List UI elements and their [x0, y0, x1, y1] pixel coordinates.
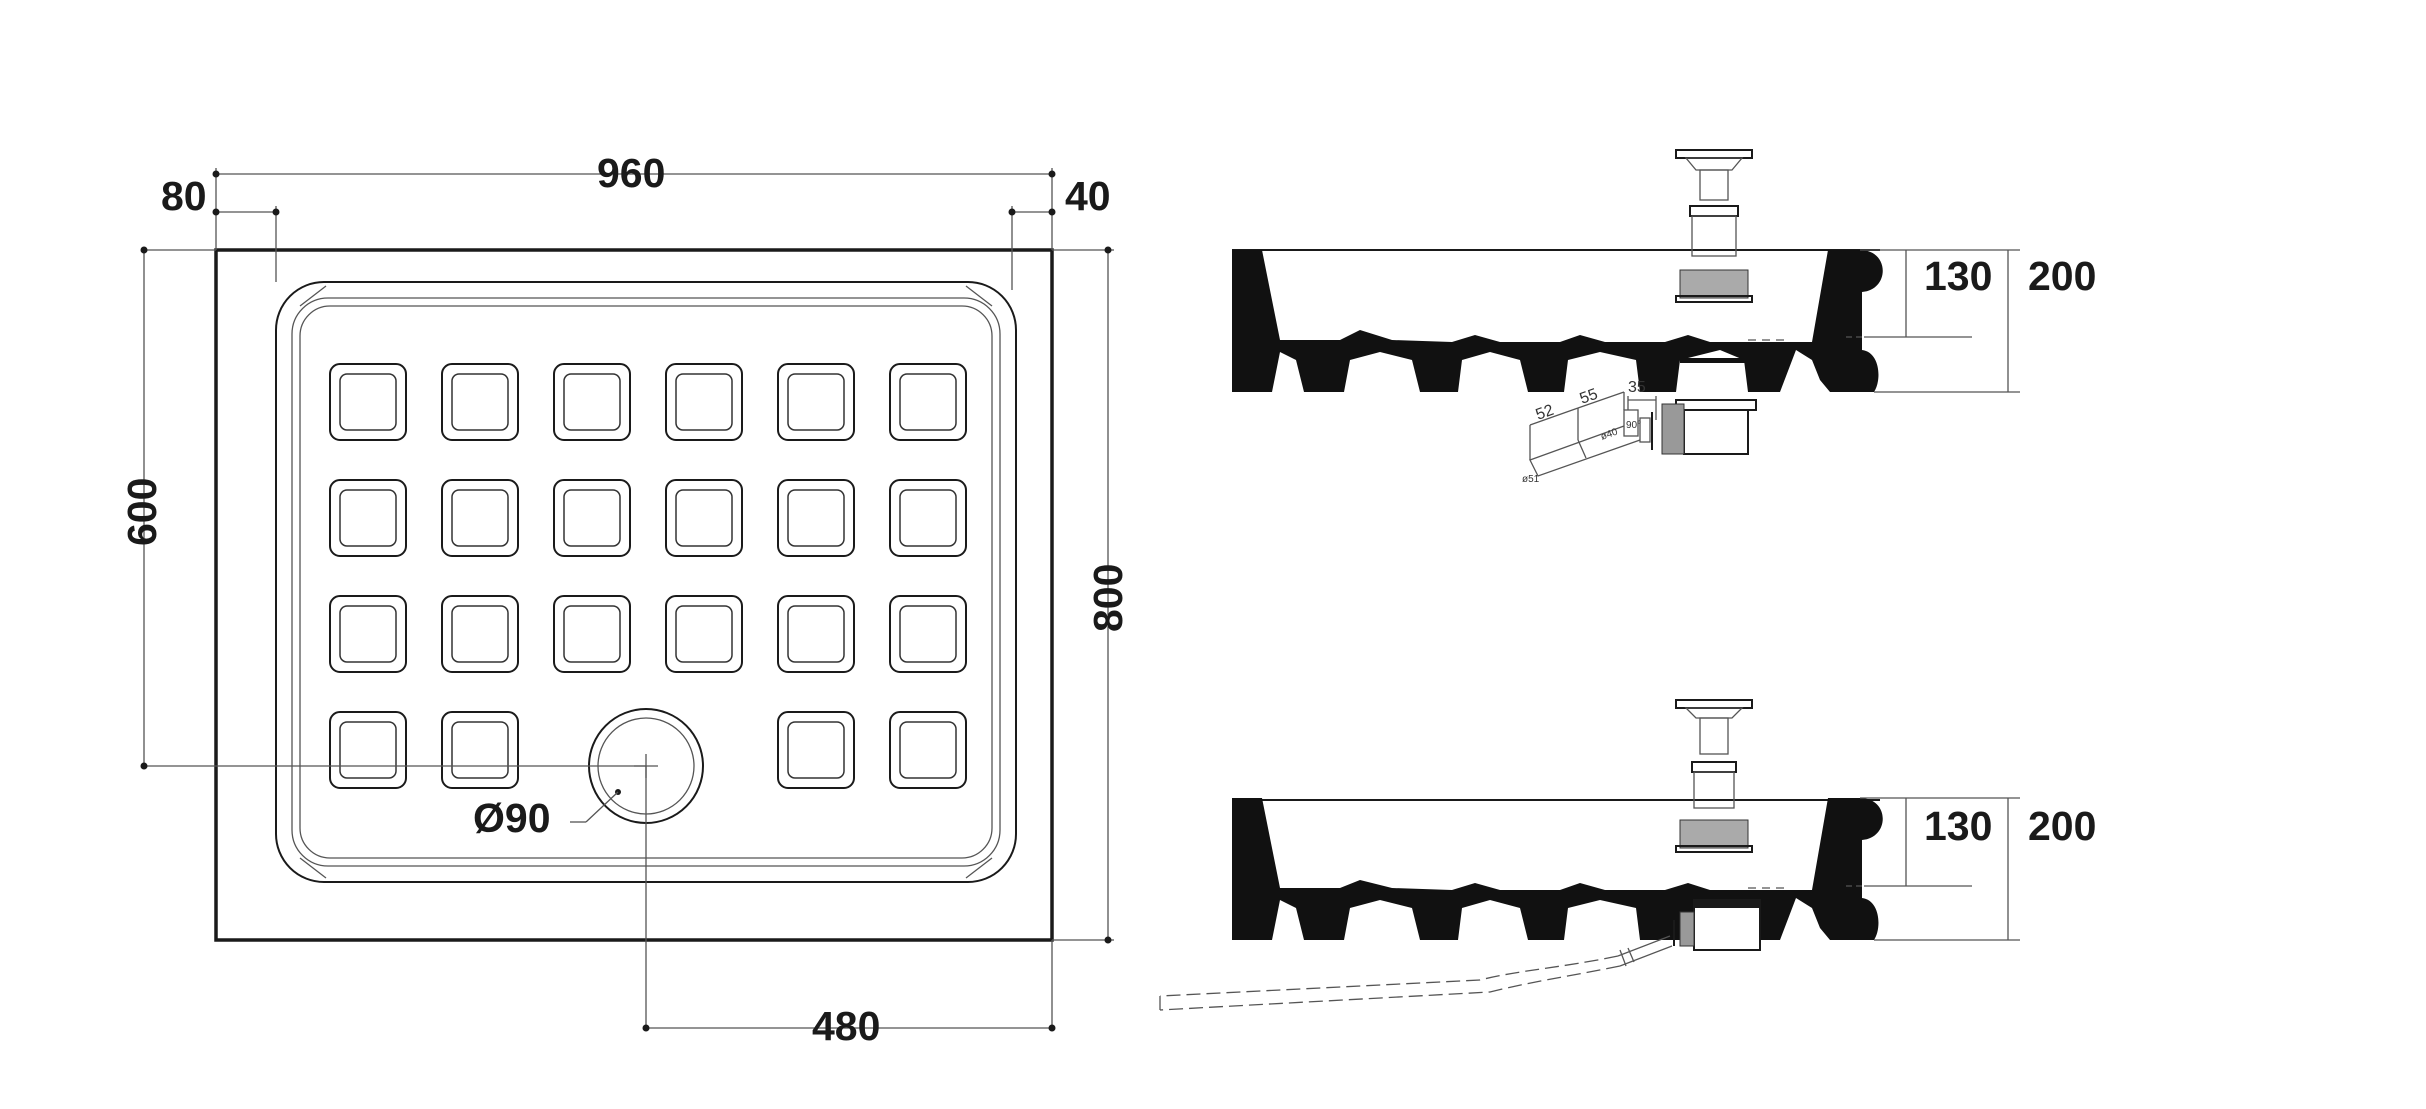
- trap-length-55: 55: [1578, 386, 1601, 408]
- anti-slip-tile-inner: [899, 373, 957, 431]
- anti-slip-tile-inner: [787, 605, 845, 663]
- anti-slip-tile: [553, 479, 631, 557]
- anti-slip-tile: [553, 363, 631, 441]
- total-height-label: 800: [1085, 564, 1131, 632]
- section-view-bottom: 130 200: [1159, 699, 2096, 1011]
- drain-pipe-dashed: [1159, 955, 1621, 1011]
- anti-slip-tile-inner: [451, 605, 509, 663]
- anti-slip-tile-inner: [899, 605, 957, 663]
- anti-slip-tile-inner: [451, 489, 509, 547]
- anti-slip-tile-inner: [451, 373, 509, 431]
- anti-slip-tile: [889, 595, 967, 673]
- anti-slip-tile-inner: [563, 605, 621, 663]
- width-label: 960: [597, 150, 665, 196]
- total-depth-label-bottom: 200: [2028, 803, 2096, 849]
- anti-slip-tile: [329, 711, 407, 789]
- trap-length-35: 35: [1628, 379, 1646, 396]
- trap-diameter-51: ø51: [1522, 474, 1540, 485]
- anti-slip-tile: [441, 479, 519, 557]
- anti-slip-tile: [553, 595, 631, 673]
- depth-dimensions-top: 130 200: [1846, 249, 2096, 393]
- anti-slip-tile-inner: [675, 373, 733, 431]
- inner-height-label: 600: [119, 478, 165, 546]
- inner-depth-label-top: 130: [1924, 253, 1992, 299]
- anti-slip-tile: [665, 363, 743, 441]
- tray-outer-edge: [214, 248, 1054, 942]
- total-height-dimension: 800: [1052, 246, 1131, 944]
- trap-angle: 90°: [1626, 420, 1641, 431]
- inner-height-dimension: 600: [119, 246, 646, 770]
- width-dimension: 960: [212, 150, 1056, 250]
- drain-offset-label: 480: [812, 1003, 880, 1049]
- right-margin-dimension: 40: [1008, 173, 1111, 290]
- anti-slip-tile-inner: [563, 373, 621, 431]
- anti-slip-tile: [777, 479, 855, 557]
- drain-plug-exploded-bottom: [1675, 699, 1753, 853]
- anti-slip-tile: [329, 363, 407, 441]
- left-margin-label: 80: [161, 173, 207, 219]
- section-view-top: 52 55 35 ø40 ø51 90° 130 200: [1232, 149, 2096, 485]
- anti-slip-tile-grid: [329, 363, 967, 789]
- anti-slip-tile-inner: [787, 721, 845, 779]
- anti-slip-tile: [889, 479, 967, 557]
- anti-slip-tile-inner: [787, 489, 845, 547]
- trap-installed: [1617, 899, 1761, 967]
- inner-depth-label-bottom: 130: [1924, 803, 1992, 849]
- tray-section-solid-bottom: [1232, 798, 1883, 940]
- tray-section-solid: [1232, 250, 1883, 392]
- anti-slip-tile: [329, 479, 407, 557]
- drain-offset-dimension: 480: [642, 766, 1056, 1049]
- anti-slip-tile: [777, 595, 855, 673]
- trap-assembly: 52 55 35 ø40 ø51 90°: [1522, 379, 1757, 485]
- left-margin-dimension: 80: [161, 173, 280, 282]
- anti-slip-tile-inner: [787, 373, 845, 431]
- anti-slip-tile-inner: [339, 489, 397, 547]
- anti-slip-tile-inner: [675, 605, 733, 663]
- anti-slip-tile-inner: [451, 721, 509, 779]
- depth-dimensions-bottom: 130 200: [1846, 797, 2096, 941]
- trap-length-52: 52: [1534, 402, 1557, 424]
- anti-slip-tile: [441, 595, 519, 673]
- anti-slip-tile: [777, 363, 855, 441]
- total-depth-label-top: 200: [2028, 253, 2096, 299]
- anti-slip-tile-inner: [339, 721, 397, 779]
- anti-slip-tile-inner: [675, 489, 733, 547]
- drain-plug-exploded: [1675, 149, 1753, 303]
- anti-slip-tile-inner: [899, 489, 957, 547]
- anti-slip-tile-inner: [339, 605, 397, 663]
- drain-diameter-label: Ø90: [473, 795, 551, 841]
- anti-slip-tile: [777, 711, 855, 789]
- plan-view: Ø90 960 80 40: [119, 150, 1131, 1049]
- anti-slip-tile: [329, 595, 407, 673]
- anti-slip-tile: [441, 363, 519, 441]
- anti-slip-tile-inner: [899, 721, 957, 779]
- anti-slip-tile: [889, 363, 967, 441]
- anti-slip-tile-inner: [339, 373, 397, 431]
- anti-slip-tile: [889, 711, 967, 789]
- anti-slip-tile-inner: [563, 489, 621, 547]
- right-margin-label: 40: [1065, 173, 1111, 219]
- anti-slip-tile: [665, 479, 743, 557]
- anti-slip-tile: [665, 595, 743, 673]
- anti-slip-tile: [441, 711, 519, 789]
